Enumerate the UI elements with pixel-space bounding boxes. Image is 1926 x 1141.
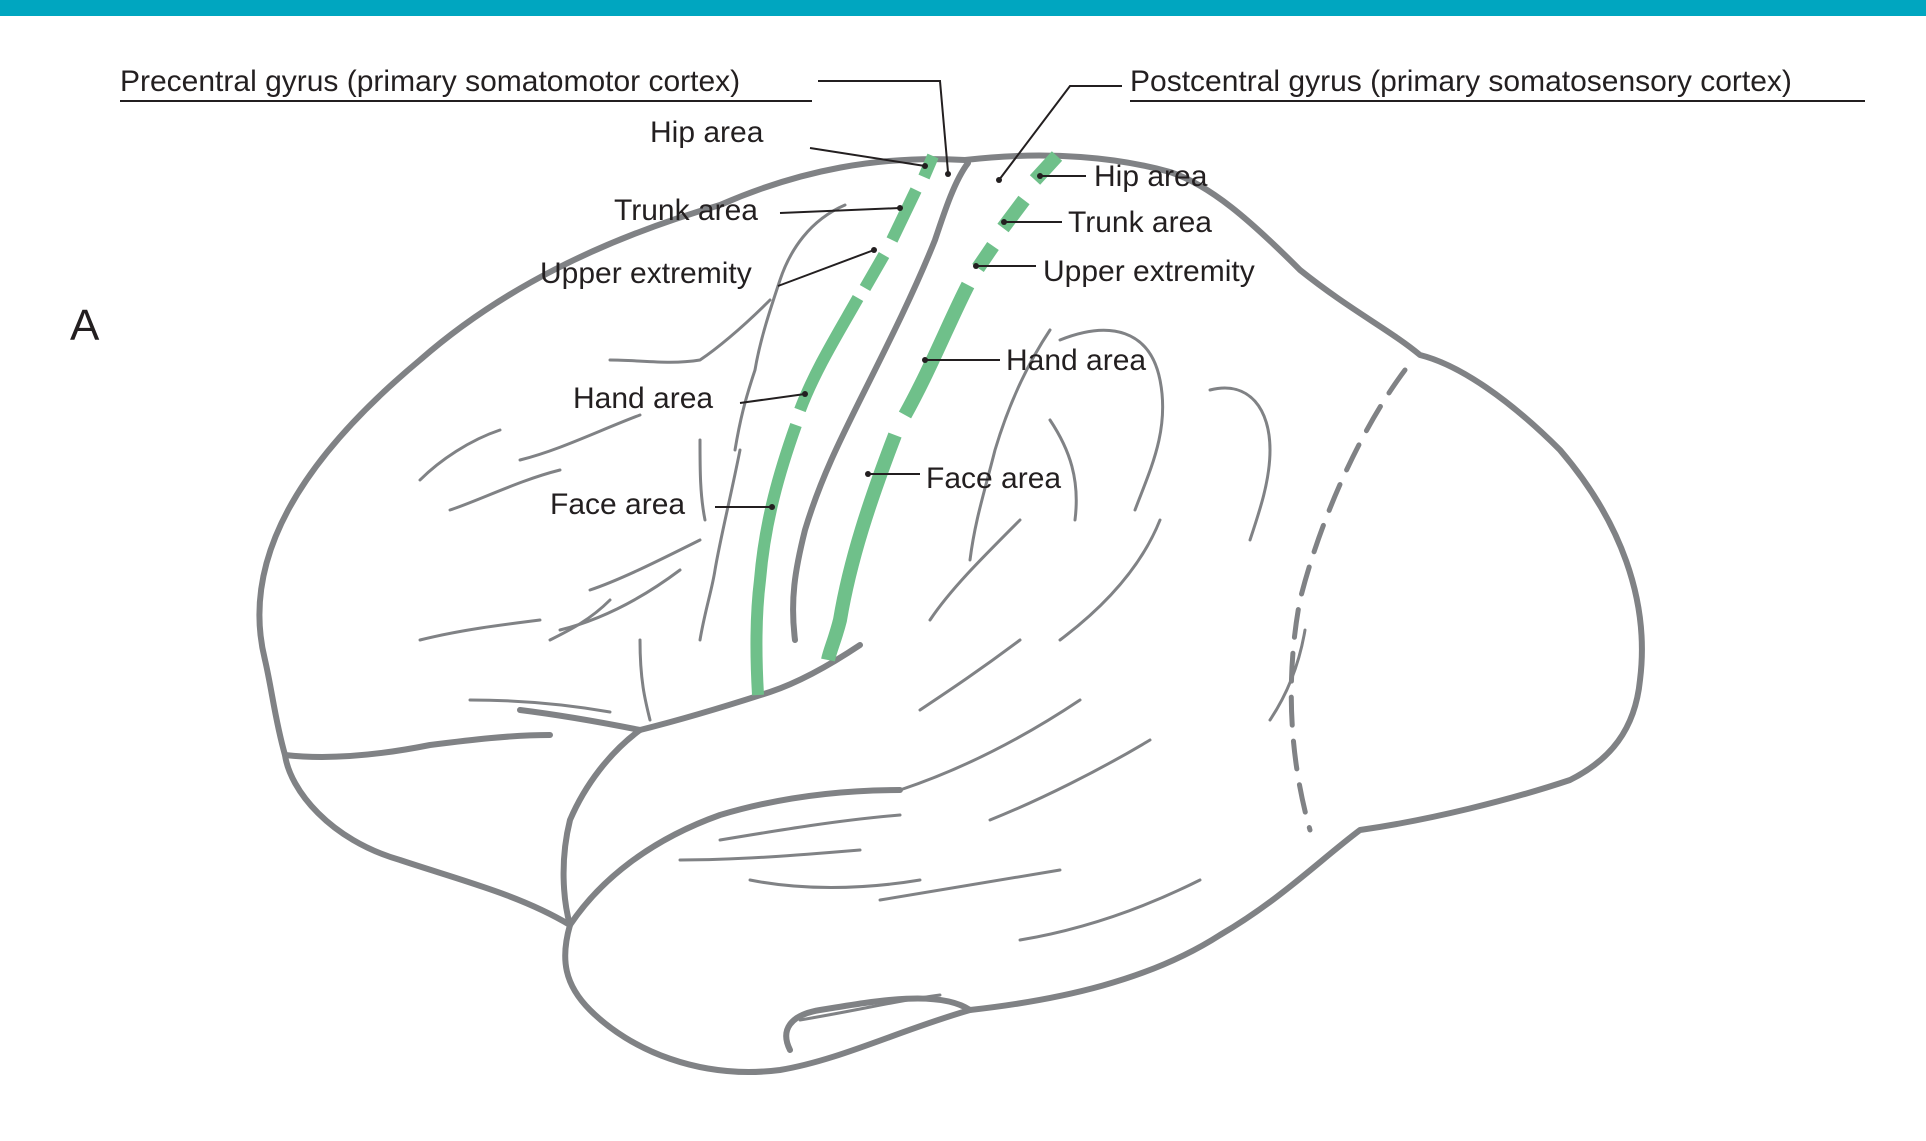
postcentral-header-leader — [998, 85, 1122, 181]
postcentral-gyrus-header: Postcentral gyrus (primary somatosensory… — [1130, 65, 1792, 98]
top-color-bar — [0, 0, 1926, 16]
precentral-upper-extremity-label: Upper extremity — [540, 257, 752, 290]
postcentral-gyrus-strip — [821, 151, 1063, 662]
precentral-trunk-label: Trunk area — [614, 194, 758, 227]
brain-folds — [418, 203, 1307, 1022]
occipital-dashed-boundary — [1288, 367, 1408, 833]
postcentral-face-label: Face area — [926, 462, 1061, 495]
panel-letter: A — [70, 301, 100, 350]
precentral-hand-label: Hand area — [573, 382, 713, 415]
postcentral-hip-label: Hip area — [1094, 160, 1208, 193]
precentral-face-label: Face area — [550, 488, 685, 521]
postcentral-hand-label: Hand area — [1006, 344, 1146, 377]
brain-outline — [256, 152, 1645, 1075]
precentral-header-leader — [818, 80, 949, 173]
postcentral-upper-extremity-label: Upper extremity — [1043, 255, 1255, 288]
postcentral-trunk-label: Trunk area — [1068, 206, 1212, 239]
precentral-gyrus-header: Precentral gyrus (primary somatomotor co… — [120, 65, 740, 98]
precentral-hip-label: Hip area — [650, 116, 764, 149]
